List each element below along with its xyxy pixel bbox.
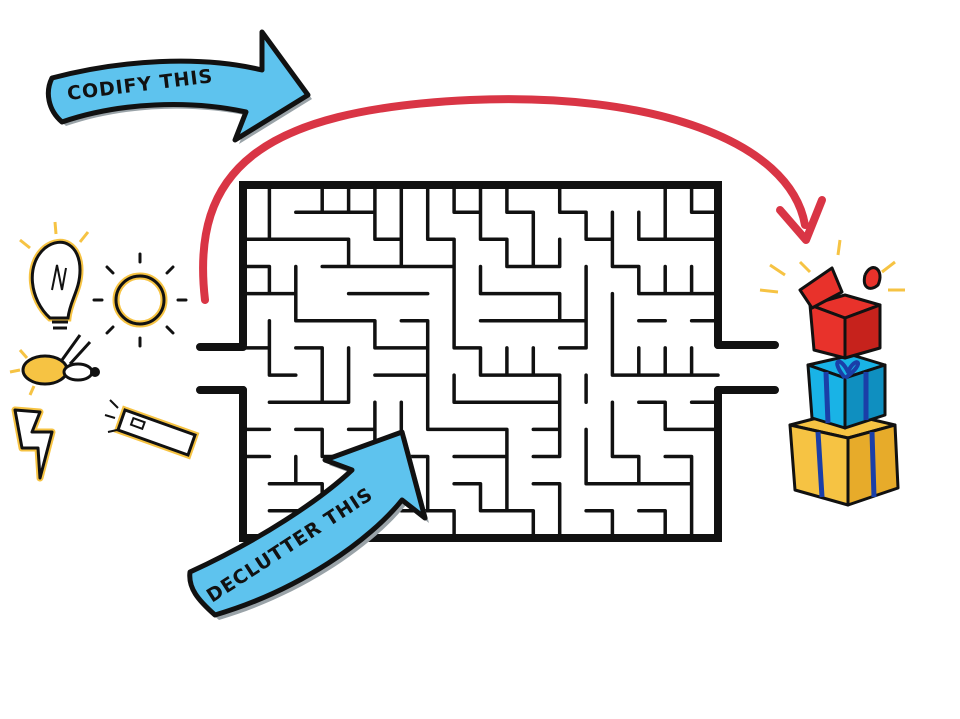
declutter-arrow: DECLUTTER THIS (187, 429, 429, 620)
flashlight-icon (104, 399, 200, 460)
firefly-icon (9, 334, 100, 396)
gift-stack-icon (759, 239, 905, 507)
maze-wall (241, 183, 720, 540)
maze (196, 181, 779, 542)
sun-icon (92, 252, 188, 348)
lightbulb-icon (19, 221, 90, 330)
lightning-icon (11, 406, 56, 482)
red-curved-arrow (199, 95, 826, 304)
codify-arrow: CODIFY THIS (45, 29, 312, 144)
